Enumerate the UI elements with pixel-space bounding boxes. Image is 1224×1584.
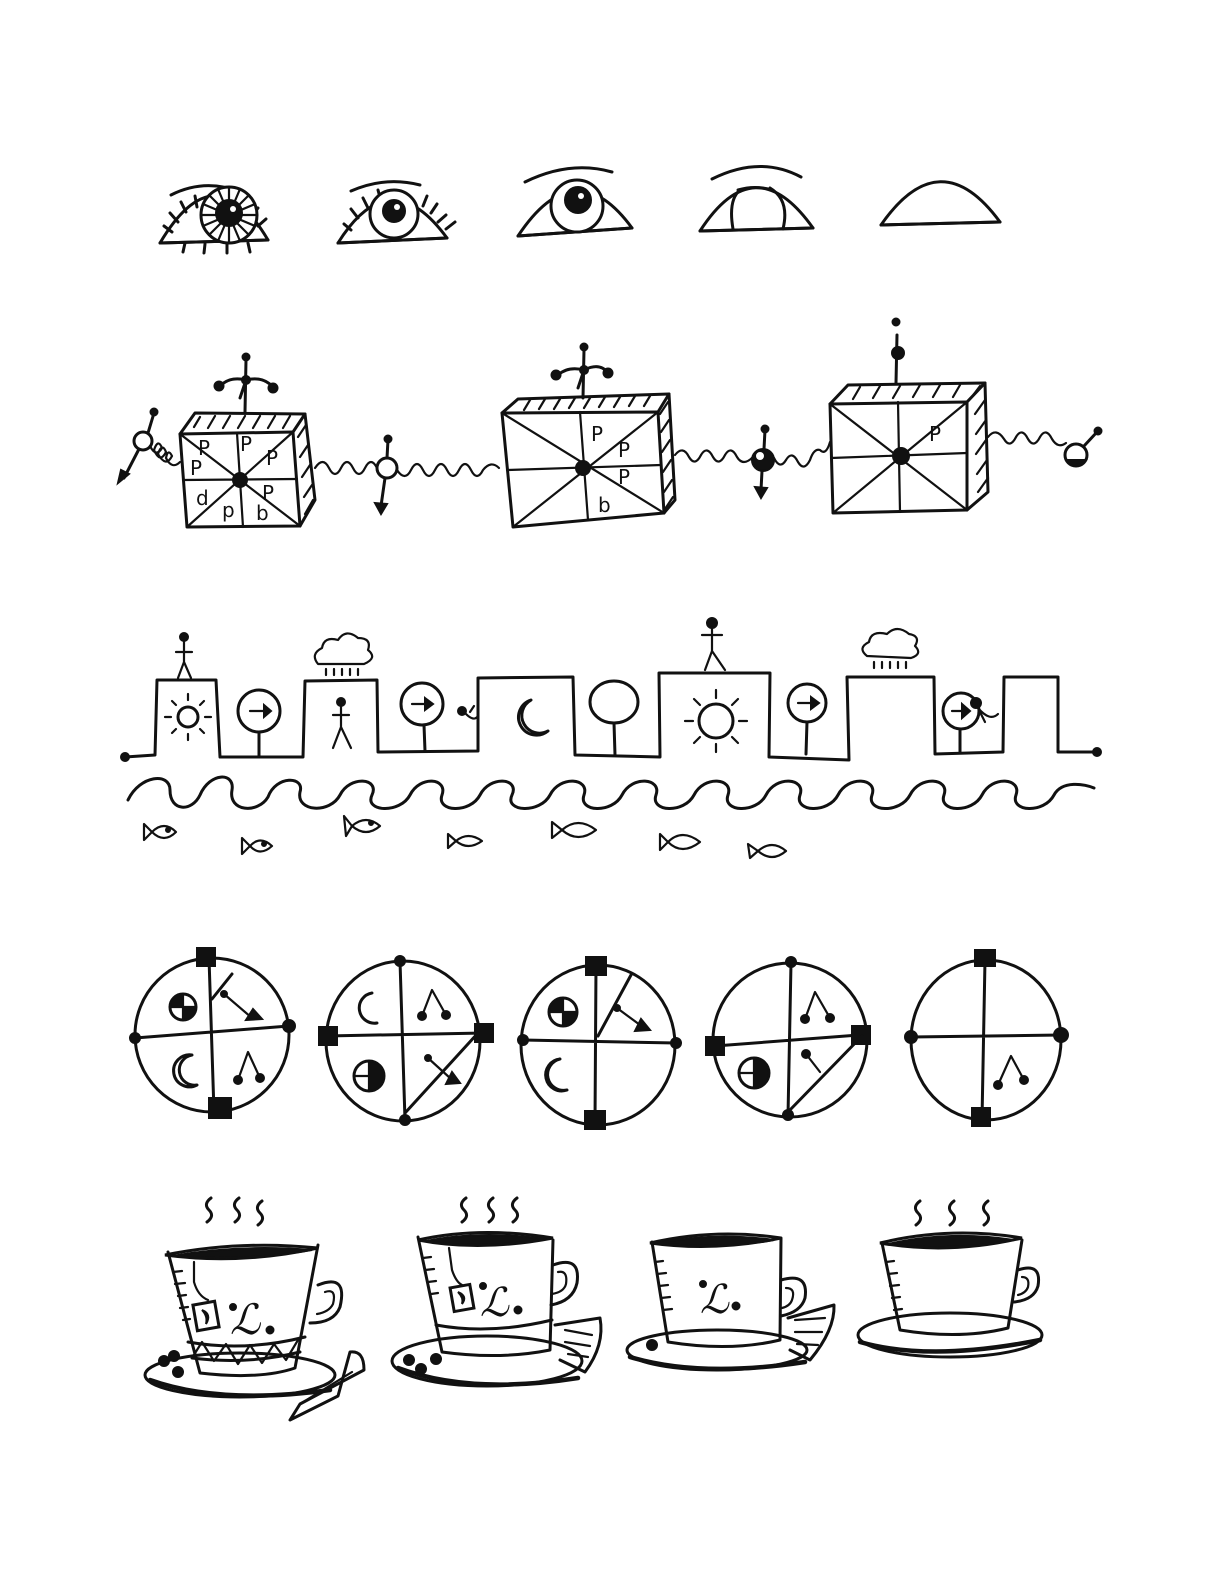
glyph-p: p	[222, 498, 235, 522]
person-icon	[174, 632, 194, 680]
eye-sequence	[158, 165, 1002, 255]
skyline-outline	[123, 671, 1098, 762]
glyph-p: d	[196, 486, 209, 510]
glyph-p: P	[929, 422, 941, 446]
eye-icon	[158, 184, 270, 255]
teacup-icon	[856, 1199, 1044, 1359]
steam-icon	[459, 1196, 520, 1224]
waves	[126, 775, 1096, 810]
fish-icon	[446, 832, 484, 850]
teacup-icon: ℒ	[390, 1196, 603, 1388]
glyph-p: b	[256, 501, 269, 525]
teacup-icon: ℒ	[625, 1232, 836, 1372]
fish-icon	[658, 832, 702, 852]
circle-sequence	[129, 947, 1069, 1130]
person-icon	[331, 697, 353, 750]
ball-icon	[116, 407, 159, 486]
spring-icon	[395, 462, 501, 478]
fish-icon	[342, 814, 382, 838]
cloud-icon	[313, 632, 374, 677]
ball-icon	[751, 424, 775, 501]
fish-icon	[240, 836, 274, 856]
glyph-p: b	[598, 493, 611, 517]
person-icon	[700, 617, 727, 672]
quartered-circle-icon	[129, 947, 296, 1119]
spring-icon	[673, 449, 755, 464]
arrow-sign-icon	[786, 682, 828, 756]
cloud-icon	[861, 627, 920, 670]
glyph-p: P	[198, 436, 210, 460]
glyph-p: P	[240, 432, 252, 456]
sun-icon	[683, 688, 749, 754]
glyph-p: P	[262, 481, 274, 505]
cube-icon: P P P b	[500, 342, 677, 529]
sun-icon	[163, 692, 213, 742]
ball-icon	[373, 434, 399, 517]
arrow-sign-icon	[941, 691, 1000, 754]
spring-icon	[148, 442, 182, 467]
cube-icon: P P P P d p P b	[178, 352, 317, 529]
cube-icon: P	[828, 317, 990, 515]
quartered-circle-icon	[318, 955, 494, 1126]
eye-icon	[879, 180, 1002, 227]
cup-monogram: ℒ	[230, 1295, 261, 1344]
moon-icon	[517, 698, 550, 737]
teacup-sequence: ℒ ℒ	[143, 1196, 1044, 1422]
glyph-p: P	[618, 438, 630, 462]
spring-icon	[986, 431, 1068, 447]
eye-icon	[698, 165, 815, 233]
fish-icon	[142, 822, 178, 842]
quartered-circle-icon	[904, 949, 1069, 1127]
arrow-sign-icon	[399, 681, 445, 753]
peeking-figure-icon	[457, 704, 480, 720]
glyph-p: P	[190, 456, 202, 480]
eye-icon	[336, 180, 457, 245]
box-chain: P P P P d p P b P P	[116, 317, 1103, 529]
teacup-icon: ℒ	[143, 1196, 366, 1422]
ball-icon	[1063, 426, 1103, 468]
eye-icon	[516, 166, 634, 238]
steam-icon	[204, 1196, 265, 1227]
fish-icon	[746, 842, 788, 860]
glyph-p: P	[618, 465, 630, 489]
glyph-p: P	[591, 422, 603, 446]
spring-icon	[772, 440, 832, 468]
tree-icon	[588, 679, 640, 757]
quartered-circle-icon	[705, 956, 871, 1121]
arrow-sign-icon	[236, 688, 282, 759]
glyph-p: P	[266, 446, 278, 470]
quartered-circle-icon	[517, 956, 682, 1130]
spring-icon	[313, 460, 379, 476]
steam-icon	[913, 1199, 991, 1227]
skyline-and-waves	[120, 617, 1102, 860]
fish-icon	[550, 820, 598, 840]
